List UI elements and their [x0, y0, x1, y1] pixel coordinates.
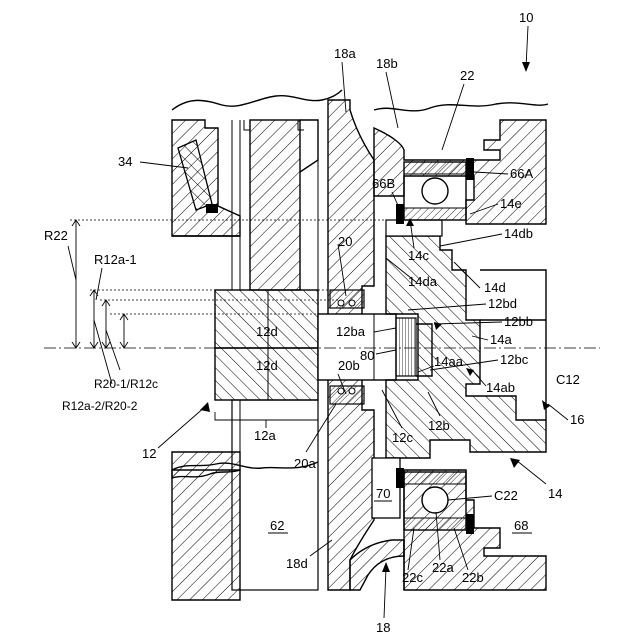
label-14ab: 14ab [486, 380, 515, 395]
label-14c: 14c [408, 248, 429, 263]
dim-arrow-R12a1 [90, 290, 98, 348]
label-12d-bottom: 12d [256, 358, 278, 373]
break-line-top [172, 90, 342, 110]
arrowhead-18 [382, 562, 390, 572]
label-20a: 20a [294, 456, 316, 471]
shaft-12-lower [215, 348, 318, 400]
leader-10 [526, 26, 528, 68]
dim-arrow-R20-1 [102, 300, 110, 348]
label-70: 70 [376, 486, 390, 501]
left-casing-lower-2 [172, 470, 240, 600]
label-12: 12 [142, 446, 156, 461]
leader-22 [442, 84, 464, 150]
leader-12 [158, 406, 206, 448]
label-12ba: 12ba [336, 324, 366, 339]
label-16: 16 [570, 412, 584, 427]
leader-16 [548, 404, 568, 420]
label-12bc: 12bc [500, 352, 529, 367]
label-14da: 14da [408, 274, 438, 289]
gear-body-upper [250, 120, 300, 290]
label-R22: R22 [44, 228, 68, 243]
label-12b: 12b [428, 418, 450, 433]
label-R20-1-R12c: R20-1/R12c [94, 377, 158, 391]
leader-14 [516, 460, 546, 484]
label-18: 18 [376, 620, 390, 635]
leader-R20-1 [106, 330, 120, 370]
label-22: 22 [460, 68, 474, 83]
label-18d: 18d [286, 556, 308, 571]
bearing-22-upper [396, 158, 474, 224]
label-22a: 22a [432, 560, 454, 575]
label-12d-top: 12d [256, 324, 278, 339]
label-14a: 14a [490, 332, 512, 347]
label-20: 20 [338, 234, 352, 249]
seal-20-lower [330, 386, 364, 404]
label-80: 80 [360, 348, 374, 363]
label-12c: 12c [392, 430, 413, 445]
label-22b: 22b [462, 570, 484, 585]
leader-14db [440, 234, 502, 246]
dim-arrow-R22 [72, 220, 80, 348]
spline-80 [396, 318, 416, 376]
leader-18 [384, 568, 386, 618]
gear-bracket [300, 120, 318, 172]
label-R12a-2-R20-2: R12a-2/R20-2 [62, 399, 138, 413]
label-12a: 12a [254, 428, 276, 443]
label-12bb: 12bb [504, 314, 533, 329]
seal-20-upper [330, 290, 364, 308]
label-C22: C22 [494, 488, 518, 503]
label-10: 10 [519, 10, 533, 25]
label-C12: C12 [556, 372, 580, 387]
leader-R12a2 [94, 320, 112, 384]
label-18b: 18b [376, 56, 398, 71]
label-66A: 66A [510, 166, 533, 181]
leader-R22 [68, 246, 76, 280]
arrowhead-10 [522, 62, 530, 72]
label-68: 68 [514, 518, 528, 533]
label-66B: 66B [372, 176, 395, 191]
label-14e: 14e [500, 196, 522, 211]
leader-R12a1 [96, 268, 102, 300]
bracket-12a [215, 412, 318, 428]
housing-flange-lower [350, 540, 404, 590]
label-14d: 14d [484, 280, 506, 295]
leader-18b [386, 72, 398, 128]
label-R12a-1: R12a-1 [94, 252, 137, 267]
arrowhead-14 [510, 458, 520, 468]
label-14: 14 [548, 486, 562, 501]
label-14db: 14db [504, 226, 533, 241]
gear-slot-left [244, 120, 250, 130]
part-14db [386, 220, 442, 236]
right-casing-break [374, 103, 548, 111]
shaft-12-upper [215, 290, 318, 348]
label-18a: 18a [334, 46, 356, 61]
label-20b: 20b [338, 358, 360, 373]
dim-arrow-R12a2 [120, 314, 128, 348]
label-12bd: 12bd [488, 296, 517, 311]
label-62: 62 [270, 518, 284, 533]
label-34: 34 [118, 154, 132, 169]
part-34-pin [206, 204, 218, 213]
label-22c: 22c [402, 570, 423, 585]
label-14aa: 14aa [434, 354, 464, 369]
